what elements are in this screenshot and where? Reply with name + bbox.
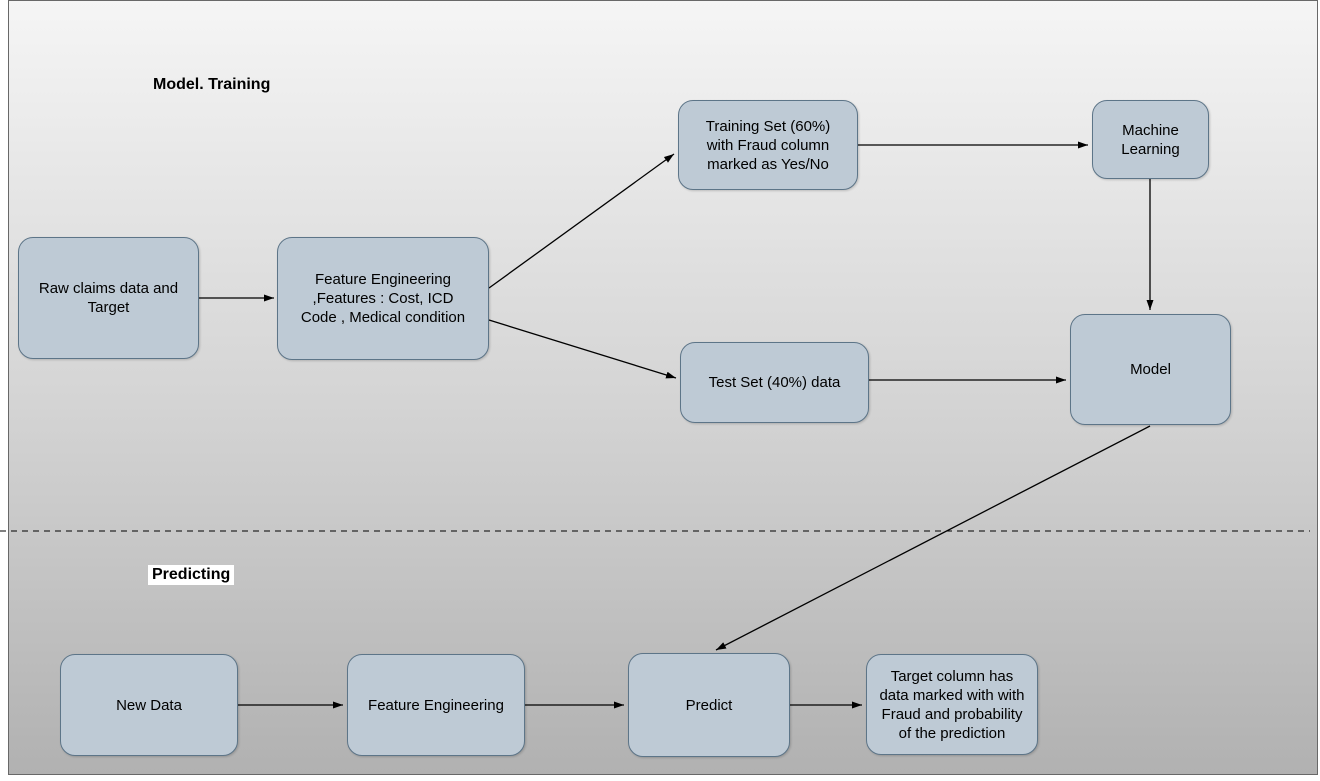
- section-label-predicting: Predicting: [148, 565, 235, 585]
- node-test-set[interactable]: Test Set (40%) data: [680, 342, 869, 423]
- node-target-column-result[interactable]: Target column has data marked with with …: [866, 654, 1038, 755]
- node-model[interactable]: Model: [1070, 314, 1231, 425]
- node-raw-claims-data[interactable]: Raw claims data and Target: [18, 237, 199, 359]
- node-predict[interactable]: Predict: [628, 653, 790, 757]
- edge-feature-to-test-set[interactable]: [488, 319, 677, 379]
- edge-feature-to-training-set[interactable]: [488, 153, 675, 289]
- node-feature-engineering-predicting[interactable]: Feature Engineering: [347, 654, 525, 756]
- edge-model-to-predict[interactable]: [715, 425, 1151, 651]
- node-new-data[interactable]: New Data: [60, 654, 238, 756]
- section-label-model-training: Model. Training: [153, 76, 271, 93]
- node-machine-learning[interactable]: Machine Learning: [1092, 100, 1209, 179]
- node-feature-engineering-training[interactable]: Feature Engineering ,Features : Cost, IC…: [277, 237, 489, 360]
- node-training-set[interactable]: Training Set (60%) with Fraud column mar…: [678, 100, 858, 190]
